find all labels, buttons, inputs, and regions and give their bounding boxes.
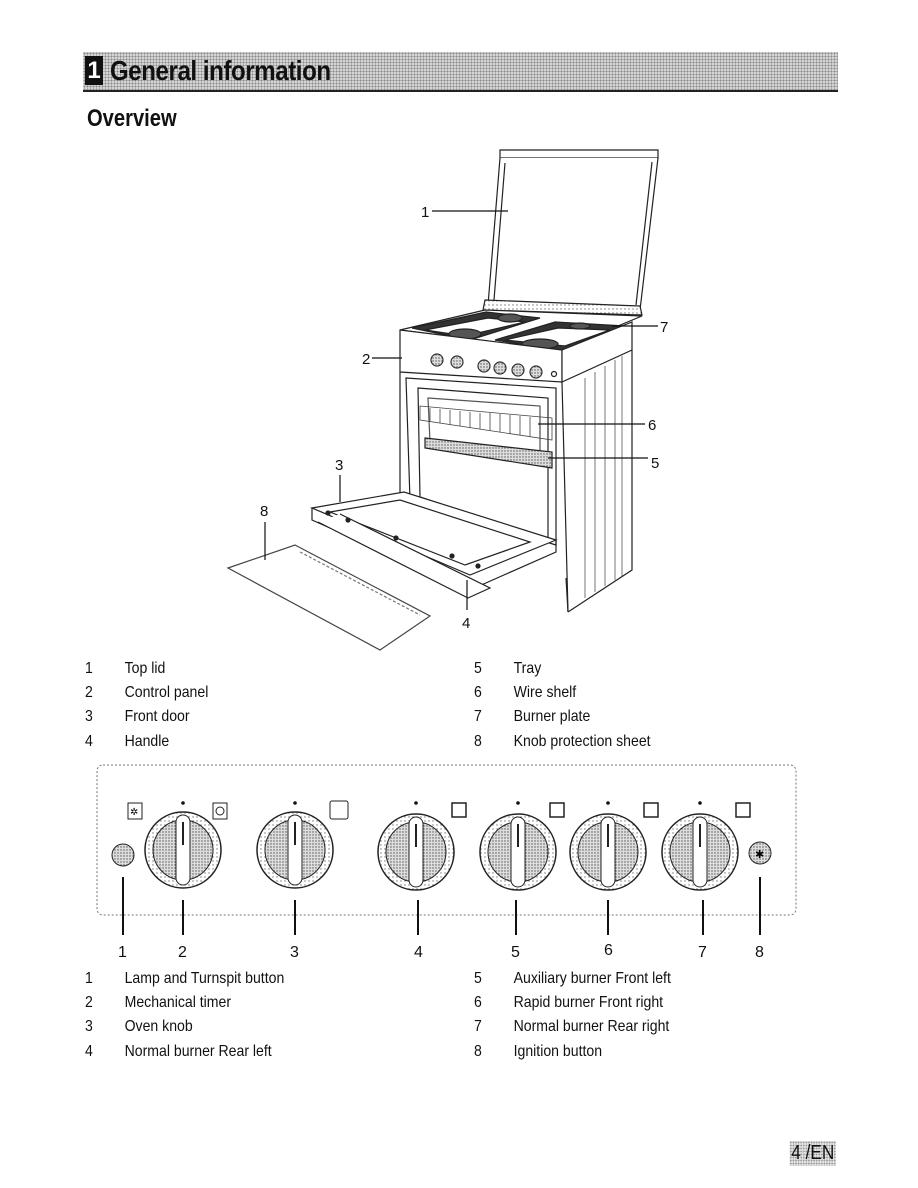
oven-callout-1: 1: [421, 204, 429, 221]
oven-callout-5: 5: [651, 455, 659, 472]
chapter-header-bar: 1 General information: [83, 52, 838, 92]
lamp-button-icon: [111, 843, 135, 867]
panel-callout-5: 5: [511, 944, 520, 961]
panel-callout-1: 1: [118, 944, 127, 961]
oven-callout-8: 8: [260, 503, 268, 520]
ignition-button-icon: [748, 841, 772, 865]
burner-knob-rear-right-icon: [661, 801, 751, 891]
panel-callout-3: 3: [290, 944, 299, 961]
section-heading: Overview: [87, 105, 177, 132]
oven-symbol-icon: [329, 800, 349, 820]
timer-symbol-icon: [212, 802, 228, 820]
burner-knob-front-left-icon: [479, 801, 565, 891]
oven-callout-4: 4: [462, 615, 470, 632]
panel-callout-2: 2: [178, 944, 187, 961]
oven-callout-3: 3: [335, 457, 343, 474]
oven-callout-leaders: [264, 210, 658, 610]
svg-text:✱: ✱: [755, 848, 764, 861]
chapter-title: General information: [110, 55, 331, 86]
burner-knob-rear-left-icon: [377, 801, 467, 891]
panel-callout-8: 8: [755, 944, 764, 961]
panel-callout-7: 7: [698, 944, 707, 961]
panel-callout-4: 4: [414, 944, 423, 961]
oven-callout-6: 6: [648, 417, 656, 434]
lamp-turnspit-symbol-icon: [127, 802, 143, 820]
oven-callout-7: 7: [660, 319, 668, 336]
svg-text:✲: ✲: [130, 807, 138, 818]
burner-knob-front-right-icon: [569, 801, 659, 891]
oven-callout-2: 2: [362, 351, 370, 368]
control-panel-diagram: ✲: [96, 764, 797, 935]
chapter-number: 1: [85, 56, 103, 85]
panel-callout-6: 6: [604, 942, 613, 959]
oven-drawing: [226, 149, 659, 651]
page-number: 4 /EN: [789, 1141, 836, 1166]
